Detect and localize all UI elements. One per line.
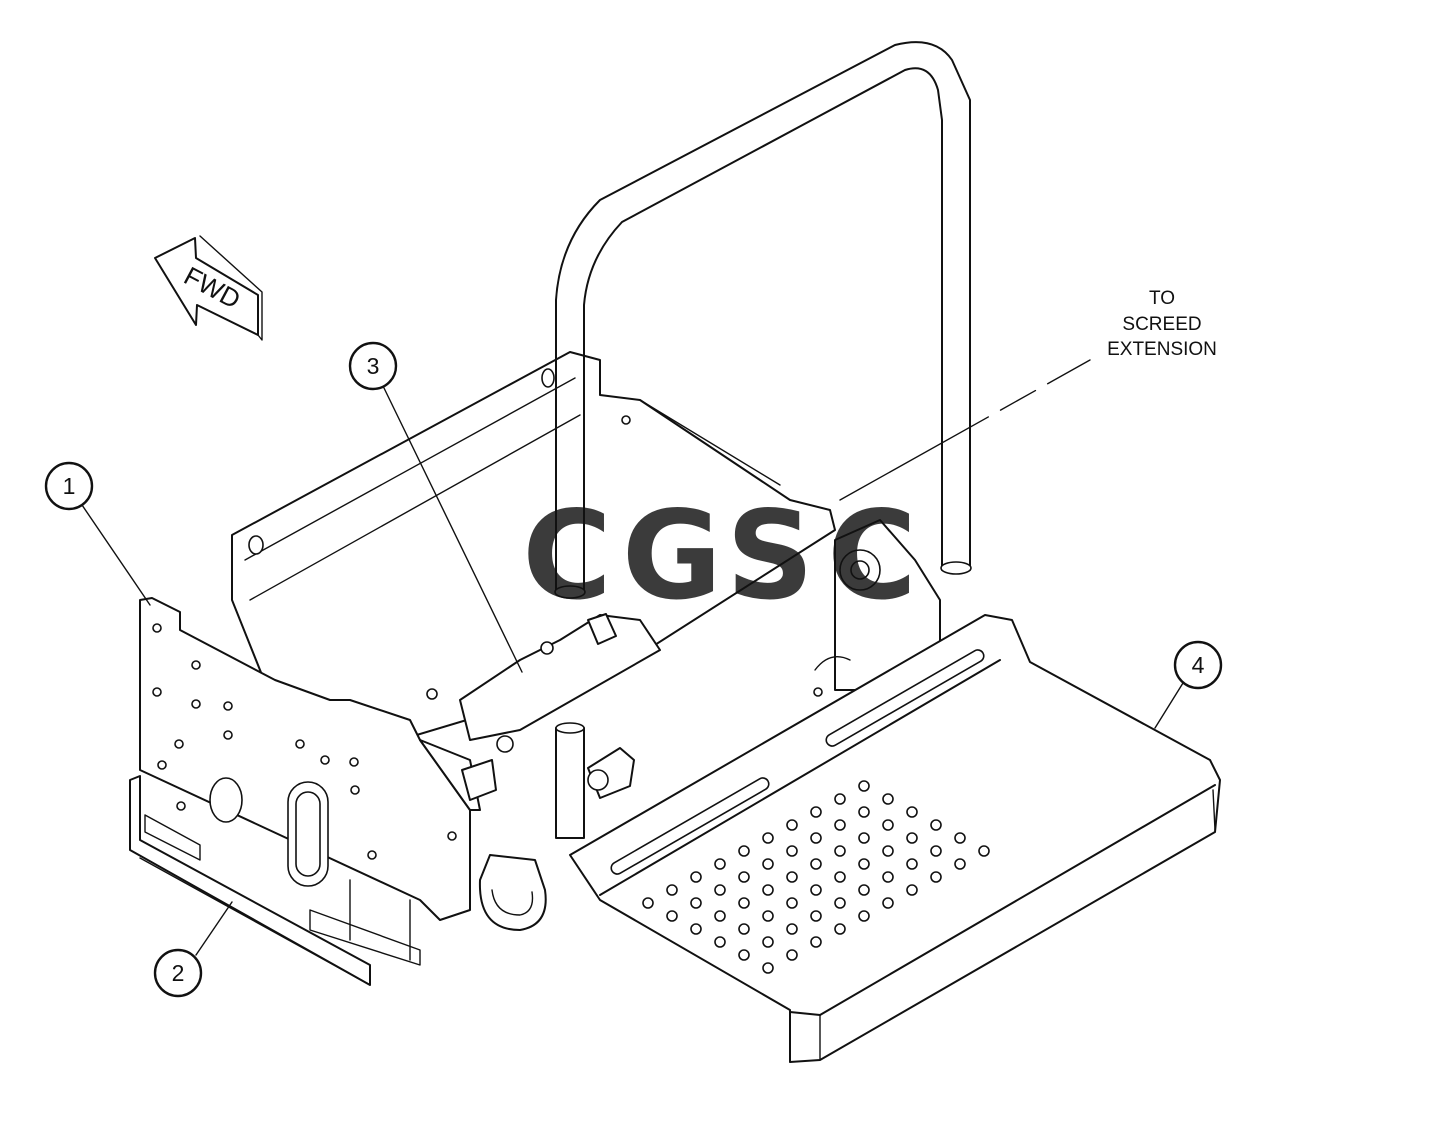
tread-hole <box>714 858 726 870</box>
tread-hole <box>738 949 750 961</box>
tread-hole <box>642 897 654 909</box>
callout-2-label: 2 <box>172 960 185 986</box>
fwd-arrow-icon: FWD <box>154 235 263 341</box>
tread-hole <box>834 819 846 831</box>
callout-4-label: 4 <box>1192 652 1205 678</box>
tread-hole <box>858 806 870 818</box>
callout-2: 2 <box>153 948 203 998</box>
tread-hole <box>906 832 918 844</box>
tread-hole <box>978 845 990 857</box>
tread-hole <box>762 884 774 896</box>
tread-hole <box>906 858 918 870</box>
tread-holes <box>642 780 990 974</box>
callout-1: 1 <box>44 461 94 511</box>
tread-hole <box>786 819 798 831</box>
tread-hole <box>810 858 822 870</box>
tread-hole <box>834 871 846 883</box>
tread-hole <box>666 910 678 922</box>
tread-hole <box>666 884 678 896</box>
tread-hole <box>882 845 894 857</box>
tread-hole <box>882 871 894 883</box>
callout-leaders <box>81 387 1184 956</box>
tread-hole <box>738 845 750 857</box>
tread-hole <box>762 910 774 922</box>
tread-hole <box>714 884 726 896</box>
screed-extension-note: TO SCREED EXTENSION <box>1107 288 1217 360</box>
hanger-loop <box>478 854 547 931</box>
tread-hole <box>762 936 774 948</box>
tread-hole <box>834 845 846 857</box>
tread-hole <box>690 923 702 935</box>
tread-hole <box>882 897 894 909</box>
mounting-rail <box>426 613 661 801</box>
tread-hole <box>954 858 966 870</box>
tread-hole <box>714 910 726 922</box>
left-mount-plate <box>139 597 481 921</box>
tread-hole <box>930 871 942 883</box>
watermark-letter-2: G <box>622 485 722 627</box>
tread-hole <box>810 936 822 948</box>
callout-3-label: 3 <box>367 353 380 379</box>
tread-hole <box>762 832 774 844</box>
tread-hole <box>930 845 942 857</box>
tread-hole <box>930 819 942 831</box>
tread-hole <box>786 871 798 883</box>
tread-hole <box>834 897 846 909</box>
tread-hole <box>858 910 870 922</box>
callout-1-label: 1 <box>63 473 76 499</box>
callout-3: 3 <box>348 341 398 391</box>
callout-4: 4 <box>1173 640 1223 690</box>
tread-hole <box>810 806 822 818</box>
watermark-letter-1: C <box>522 485 612 627</box>
tread-hole <box>738 871 750 883</box>
tread-hole <box>762 962 774 974</box>
hinge-bracket <box>813 519 941 697</box>
note-line-1: TO <box>1149 288 1175 309</box>
extension-leader <box>839 359 1091 501</box>
tread-hole <box>690 871 702 883</box>
tread-hole <box>882 793 894 805</box>
tread-hole <box>690 897 702 909</box>
tread-hole <box>810 832 822 844</box>
tread-hole <box>834 793 846 805</box>
tread-hole <box>786 949 798 961</box>
tread-hole <box>954 832 966 844</box>
note-line-3: EXTENSION <box>1107 339 1217 360</box>
tread-hole <box>882 819 894 831</box>
tread-hole <box>858 780 870 792</box>
tread-hole <box>858 858 870 870</box>
tread-hole <box>786 923 798 935</box>
watermark-letter-3: S <box>726 485 814 627</box>
tread-hole <box>906 806 918 818</box>
tread-hole <box>738 923 750 935</box>
watermark-letter-4: C <box>827 485 917 627</box>
tread-hole <box>714 936 726 948</box>
tread-hole <box>858 884 870 896</box>
watermark-logo: C G S C <box>522 485 917 627</box>
tread-hole <box>786 845 798 857</box>
tread-hole <box>834 923 846 935</box>
step-post <box>555 722 635 839</box>
tread-hole <box>810 910 822 922</box>
tread-hole <box>738 897 750 909</box>
tread-hole <box>906 884 918 896</box>
base-channel <box>129 775 421 986</box>
tread-hole <box>786 897 798 909</box>
step-platform <box>569 614 1221 1063</box>
handrail <box>554 41 972 599</box>
note-line-2: SCREED <box>1122 314 1201 335</box>
tread-hole <box>762 858 774 870</box>
tread-hole <box>858 832 870 844</box>
tread-hole <box>810 884 822 896</box>
